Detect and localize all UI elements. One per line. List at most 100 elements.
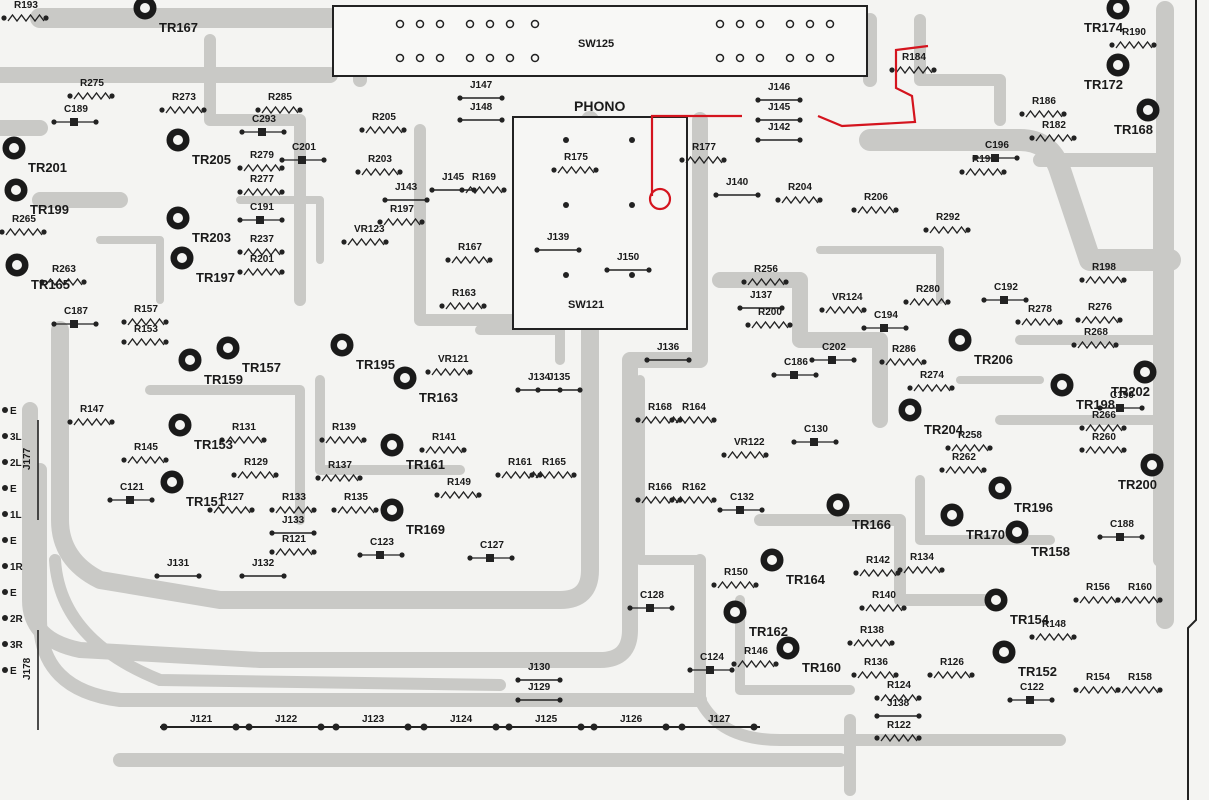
copper-traces xyxy=(0,1,1181,796)
solder-pad xyxy=(0,229,5,235)
bus-jumper: J125 xyxy=(505,714,585,731)
edge-terminal: 3R xyxy=(2,640,24,651)
transistor-layer: TR167TR201TR199TR165TR205TR203TR197TR157… xyxy=(2,0,1164,679)
solder-pad xyxy=(419,447,425,453)
transistor: TR205 xyxy=(166,128,231,167)
solder-pad xyxy=(1061,111,1067,117)
solder-pad xyxy=(160,723,168,731)
component-label: VR124 xyxy=(832,292,863,303)
component-label: R198 xyxy=(1092,262,1116,273)
component-label: R268 xyxy=(1084,327,1108,338)
solder-pad xyxy=(331,507,337,513)
transistor: TR163 xyxy=(393,366,458,405)
switch-sw121: PHONO SW121 xyxy=(512,98,688,330)
capacitor-body xyxy=(258,128,266,136)
solder-pad xyxy=(773,661,779,667)
transistor-hole xyxy=(783,643,793,653)
solder-pad xyxy=(1001,169,1007,175)
resistor-body xyxy=(857,670,895,680)
solder-pad xyxy=(889,640,895,646)
component: VR124 xyxy=(819,292,867,315)
capacitor-body xyxy=(70,320,78,328)
edge-terminal-label: 1L xyxy=(10,510,22,521)
solder-pad xyxy=(445,257,451,263)
component: R148 xyxy=(1029,619,1077,642)
component: C187 xyxy=(51,306,99,328)
component: J136 xyxy=(644,342,692,363)
transistor-hole xyxy=(991,595,1001,605)
edge-jumper-label: J177 xyxy=(22,447,33,470)
transistor-label: TR152 xyxy=(1018,664,1057,679)
component-label: R167 xyxy=(458,242,482,253)
solder-pad xyxy=(397,169,403,175)
solder-pad xyxy=(551,167,557,173)
solder-pad xyxy=(341,239,347,245)
component-label: R256 xyxy=(754,264,778,275)
component-label: J150 xyxy=(617,252,640,263)
capacitor-body xyxy=(1116,404,1124,412)
component: R266 xyxy=(1079,410,1127,433)
bus-jumper-label: J127 xyxy=(708,714,731,725)
transistor: TR204 xyxy=(898,398,964,437)
bus-jumper: J121 xyxy=(160,714,240,731)
solder-pad xyxy=(1121,277,1127,283)
transistor-label: TR195 xyxy=(356,357,395,372)
component-label: R175 xyxy=(564,152,588,163)
solder-pad xyxy=(467,369,473,375)
component: R292 xyxy=(923,212,971,235)
component: R164 xyxy=(669,402,717,425)
resistor-body xyxy=(781,195,819,205)
solder-pad xyxy=(590,723,598,731)
component: R200 xyxy=(745,307,793,330)
capacitor-body xyxy=(646,604,654,612)
component-label: R156 xyxy=(1086,582,1110,593)
component-label: R200 xyxy=(758,307,782,318)
transistor-hole xyxy=(167,477,177,487)
switch-pad xyxy=(755,19,765,29)
solder-pad xyxy=(669,417,675,423)
solder-pad xyxy=(255,107,261,113)
resistor-body xyxy=(1081,315,1119,325)
resistor-body xyxy=(243,267,281,277)
transistor-hole xyxy=(387,505,397,515)
resistor-body xyxy=(747,277,785,287)
resistor-body xyxy=(1079,685,1117,695)
component: R136 xyxy=(851,657,899,680)
sw125-pads xyxy=(395,19,835,63)
component-label: J136 xyxy=(657,342,680,353)
solder-pad xyxy=(662,723,670,731)
solder-pad xyxy=(163,457,169,463)
solder-pad xyxy=(481,303,487,309)
transistor-hole xyxy=(387,440,397,450)
resistor-body xyxy=(465,185,503,195)
component: R160 xyxy=(1115,582,1163,605)
solder-pad xyxy=(750,723,758,731)
component: J138 xyxy=(874,698,922,719)
component: R182 xyxy=(1029,120,1077,143)
component-label: R280 xyxy=(916,284,940,295)
component: C122 xyxy=(1007,682,1055,704)
bus-jumper-label: J126 xyxy=(620,714,643,725)
resistor-body xyxy=(929,225,967,235)
edge-jumper-label: J178 xyxy=(22,657,33,680)
switch-pad xyxy=(715,53,725,63)
component: J130 xyxy=(515,662,563,683)
solder-pad xyxy=(357,475,363,481)
switch-pad xyxy=(563,137,569,143)
resistor-body xyxy=(243,187,281,197)
component-label: C132 xyxy=(730,492,754,503)
transistor-label: TR200 xyxy=(1118,477,1157,492)
transistor-label: TR198 xyxy=(1076,397,1115,412)
edge-terminal: 1R xyxy=(2,562,24,573)
component-label: R142 xyxy=(866,555,890,566)
component-label: R148 xyxy=(1042,619,1066,630)
component-label: C123 xyxy=(370,537,394,548)
edge-terminal-pad xyxy=(2,485,8,491)
component-label: VR123 xyxy=(354,224,385,235)
bus-jumper-label: J124 xyxy=(450,714,473,725)
component: J143 xyxy=(382,182,430,203)
component: R203 xyxy=(355,154,403,177)
component-label: R124 xyxy=(887,680,911,691)
solder-pad xyxy=(355,169,361,175)
